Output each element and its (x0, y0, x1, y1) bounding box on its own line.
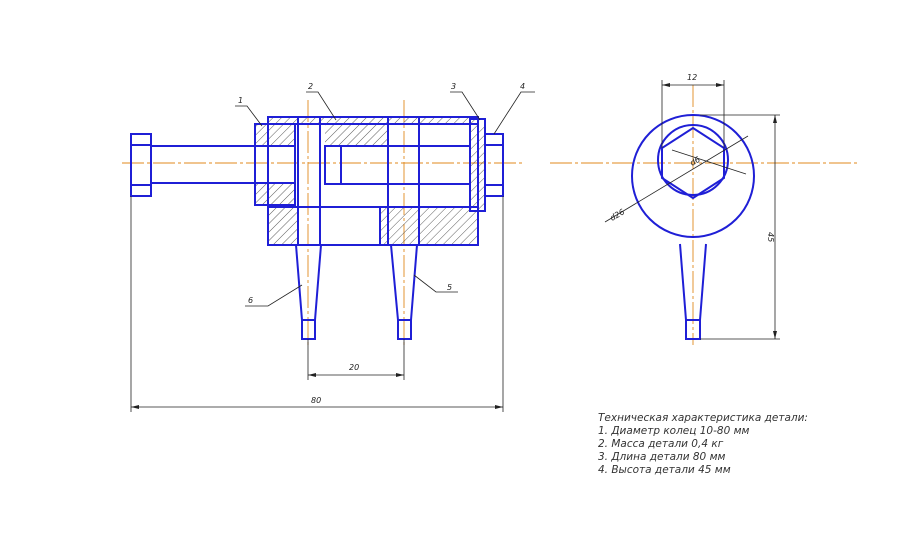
label-part-2: 2 (308, 82, 313, 91)
hatch-base-mid (380, 207, 388, 245)
hatch-base-right (388, 207, 478, 245)
dim-arrow (716, 83, 724, 87)
hatch-ring-left (255, 124, 295, 146)
dim-d26-line (604, 135, 749, 223)
label-part-1: 1 (238, 96, 243, 105)
side-pin-taper (679, 243, 707, 340)
specs-item: 4. Высота детали 45 мм (598, 464, 731, 476)
hex-head (661, 126, 725, 200)
dim-arrow (495, 405, 503, 409)
pin-left-taper (295, 244, 322, 340)
label-part-5: 5 (447, 283, 452, 292)
pin-right-taper (390, 244, 418, 340)
technical-specs: Техническая характеристика детали: 1. Ди… (598, 412, 808, 477)
hatch-ring-left-lower (255, 183, 295, 205)
label-part-6: 6 (248, 296, 253, 305)
dim-label-20: 20 (349, 363, 359, 372)
dim-arrow (662, 83, 670, 87)
dim-arrow (773, 115, 777, 123)
dim-arrow (308, 373, 316, 377)
leader-4 (493, 91, 535, 135)
dim-arrow (396, 373, 404, 377)
side-view: 12 45 d6 d26 (550, 73, 860, 345)
dim-label-80: 80 (311, 396, 321, 405)
dim-label-12: 12 (687, 73, 697, 82)
nut (484, 133, 504, 197)
specs-item: 1. Диаметр колец 10-80 мм (598, 425, 750, 437)
hex-circle (657, 124, 729, 196)
leader-3 (450, 91, 481, 121)
leader-6 (245, 284, 303, 307)
hatch-base-left (268, 207, 298, 245)
dim-d6-line (671, 149, 747, 175)
hatch-sleeve (325, 124, 387, 146)
leader-5 (413, 274, 458, 293)
base-block (267, 206, 479, 246)
front-view: 1 2 3 4 5 6 20 80 (122, 82, 535, 412)
dim-label-d26: d26 (609, 207, 627, 222)
label-part-3: 3 (451, 82, 456, 91)
specs-title: Техническая характеристика детали: (598, 412, 808, 424)
dim-label-d6: d6 (689, 155, 702, 168)
specs-item: 2. Масса детали 0,4 кг (598, 438, 724, 450)
dim-label-45: 45 (766, 232, 775, 242)
bolt-head (130, 133, 152, 197)
label-part-4: 4 (520, 82, 525, 91)
sleeve (324, 145, 342, 185)
outer-ring (631, 114, 755, 238)
hatch-top-plate (268, 117, 478, 123)
dim-arrow (131, 405, 139, 409)
leader-2 (306, 91, 337, 121)
specs-item: 3. Длина детали 80 мм (598, 451, 726, 463)
leader-1 (235, 105, 263, 127)
dim-arrow (773, 331, 777, 339)
